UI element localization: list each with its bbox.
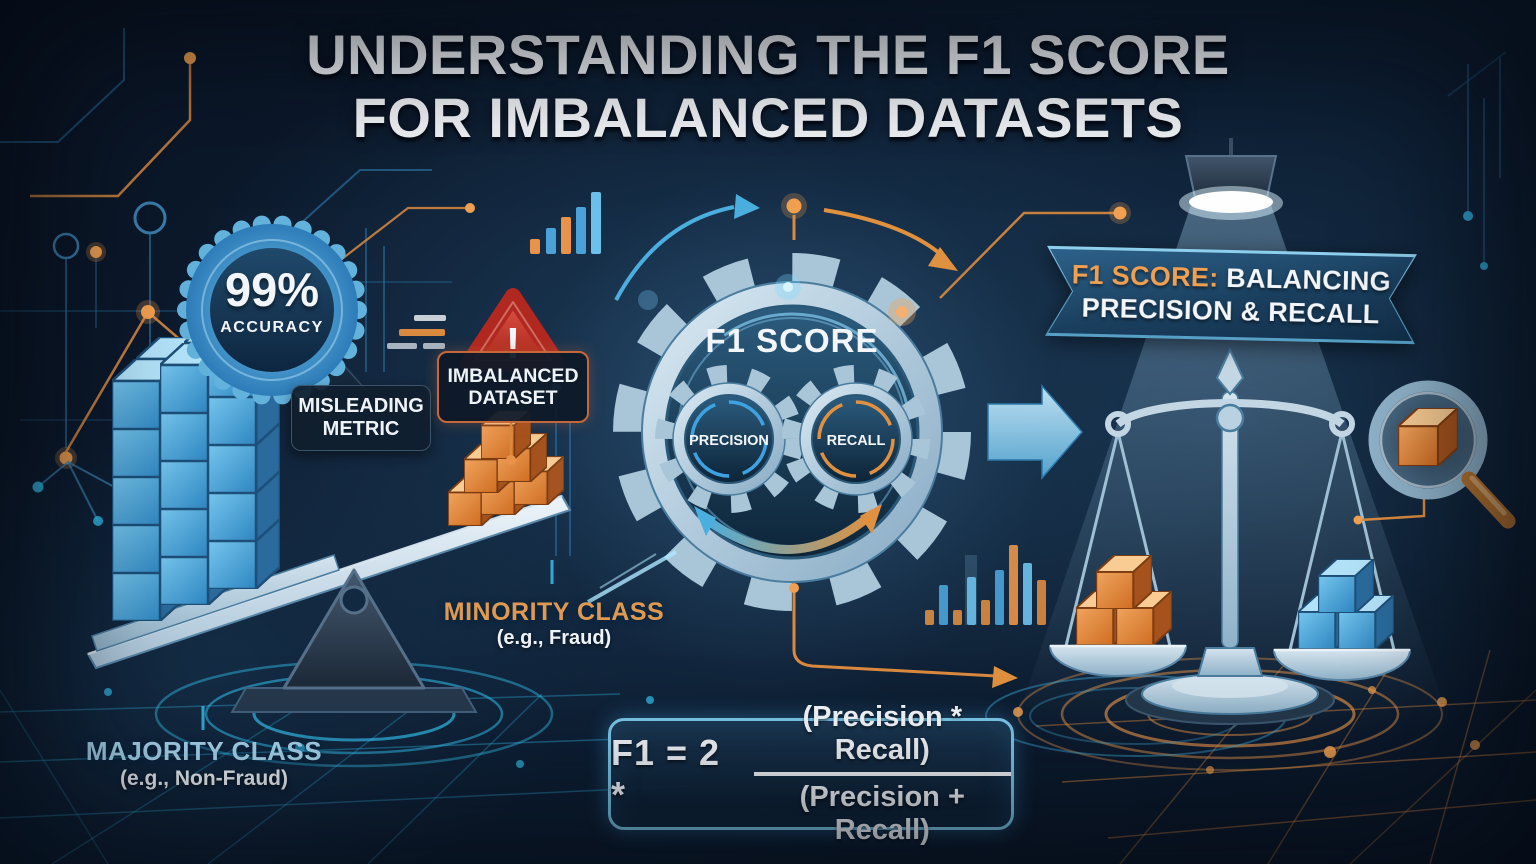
scale-left-pan [1048, 645, 1188, 677]
majority-class-example: (e.g., Non-Fraud) [120, 767, 288, 790]
f1-formula-box: F1 = 2 * (Precision * Recall) (Precision… [608, 701, 1014, 846]
accuracy-label: ACCURACY [220, 319, 324, 336]
imbalanced-line-1: IMBALANCED [447, 364, 579, 387]
balance-scale [1048, 347, 1412, 725]
banner-highlight: F1 SCORE: [1071, 258, 1219, 293]
imbalanced-line-2: DATASET [468, 387, 558, 409]
title-line-1: UNDERSTANDING THE F1 SCORE [306, 23, 1230, 86]
circuit-decoration-right [1447, 51, 1507, 270]
bar-chart-icon-top [530, 192, 601, 254]
gear-top-arrows [614, 193, 1131, 301]
imbalanced-connector-dot [506, 455, 516, 465]
misleading-metric-chip: MISLEADING METRIC [291, 385, 431, 451]
misleading-line-2: METRIC [322, 418, 400, 440]
scale-beam [1115, 399, 1345, 428]
spotlight-lamp [1179, 138, 1283, 220]
formula-lhs: F1 = 2 * [611, 732, 721, 815]
page-title: UNDERSTANDING THE F1 SCORE FOR IMBALANCE… [0, 23, 1536, 149]
accuracy-badge-seal [177, 215, 368, 405]
right-arrow [987, 383, 1083, 481]
majority-class-label: MAJORITY CLASS (e.g., Non-Fraud) [58, 736, 350, 791]
formula-numerator: (Precision * Recall) [753, 701, 1011, 776]
seesaw [86, 305, 572, 713]
accuracy-badge: 99% ACCURACY [186, 262, 358, 337]
formula-denominator: (Precision + Recall) [799, 781, 965, 846]
precision-recall-cycle-arrow [697, 509, 877, 554]
banner-line-2: PRECISION & RECALL [1081, 292, 1380, 330]
magnifier [1353, 380, 1516, 529]
banner-line1-rest: BALANCING [1218, 262, 1392, 297]
fulcrum [282, 568, 426, 690]
minority-class-label: MINORITY CLASS (e.g., Fraud) [428, 598, 680, 650]
scale-finial [1215, 347, 1245, 396]
cube-platform [91, 554, 340, 652]
recall-gear: RECALL [782, 365, 930, 513]
title-line-2: FOR IMBALANCED DATASETS [352, 85, 1184, 149]
blue-curve-arrow [614, 205, 735, 301]
scale-right-pan [1272, 649, 1412, 681]
accuracy-value: 99% [224, 263, 320, 316]
precision-gear: PRECISION [655, 365, 803, 513]
f1-balance-banner: F1 SCORE: BALANCING PRECISION & RECALL [1045, 246, 1417, 344]
f1-gear: F1 SCORE PRECISION RECALL [587, 253, 971, 611]
minority-class-example: (e.g., Fraud) [496, 627, 612, 649]
fulcrum-base [230, 687, 478, 713]
precision-label: PRECISION [689, 433, 769, 449]
magnified-minority-cube [1398, 408, 1458, 466]
imbalanced-dataset-chip: IMBALANCED DATASET [437, 351, 589, 423]
recall-label: RECALL [827, 433, 886, 449]
orange-elbow-line [939, 211, 1120, 299]
gear-title: F1 SCORE [705, 322, 878, 359]
list-dashes-icon [387, 315, 446, 349]
formula-fraction: (Precision * Recall) (Precision + Recall… [753, 701, 1011, 847]
gear-to-scale-connector [789, 583, 1018, 688]
majority-class-name: MAJORITY CLASS [85, 736, 323, 766]
misleading-line-1: MISLEADING [298, 395, 424, 417]
minority-class-name: MINORITY CLASS [443, 598, 665, 626]
